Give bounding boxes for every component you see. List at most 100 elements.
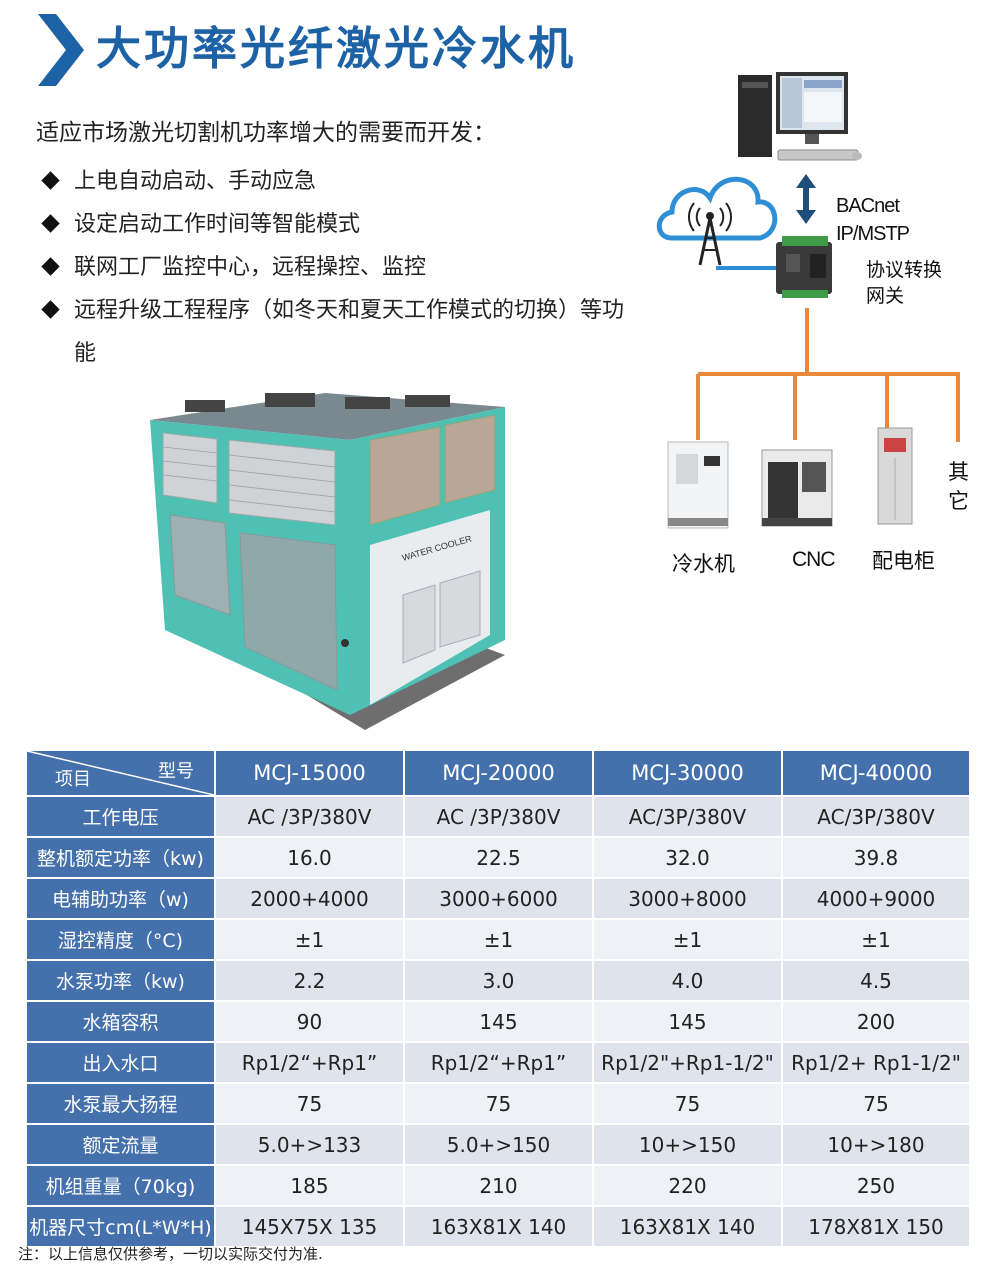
table-cell: 145X75X 135 xyxy=(214,1205,405,1248)
corner-diagonal xyxy=(27,751,214,795)
table-cell: 178X81X 150 xyxy=(781,1205,971,1248)
table-cell: 32.0 xyxy=(592,836,783,879)
device-label-chiller: 冷水机 xyxy=(672,552,735,576)
device-label-cnc: CNC xyxy=(792,548,835,571)
row-label: 工作电压 xyxy=(25,795,216,838)
cloud-tower-icon xyxy=(656,176,778,270)
model-header: MCJ-40000 xyxy=(781,749,971,797)
table-cell: 200 xyxy=(781,1000,971,1043)
table-cell: 75 xyxy=(592,1082,783,1125)
network-diagram xyxy=(656,72,960,529)
table-cell: 163X81X 140 xyxy=(403,1205,594,1248)
table-cell: Rp1/2"+Rp1-1/2" xyxy=(592,1041,783,1084)
table-cell: 3000+6000 xyxy=(403,877,594,920)
electrical-cabinet-icon xyxy=(877,427,913,525)
model-header: MCJ-15000 xyxy=(214,749,405,797)
corner-item-label: 项目 xyxy=(55,769,91,790)
row-label: 机组重量（70kg) xyxy=(25,1164,216,1207)
table-cell: 10+>150 xyxy=(592,1123,783,1166)
table-cell: 16.0 xyxy=(214,836,405,879)
table-cell: 22.5 xyxy=(403,836,594,879)
table-cell: 145 xyxy=(592,1000,783,1043)
table-cell: AC/3P/380V xyxy=(592,795,783,838)
footnote: 注：以上信息仅供参考，一切以实际交付为准. xyxy=(18,1245,323,1263)
gateway-device-icon xyxy=(776,236,832,298)
protocol-label: IP/MSTP xyxy=(836,223,910,245)
table-cell: 75 xyxy=(403,1082,594,1125)
table-header-row: 型号 项目 MCJ-15000 MCJ-20000 MCJ-30000 MCJ-… xyxy=(25,749,971,797)
table-cell: 2000+4000 xyxy=(214,877,405,920)
row-label: 湿控精度（°C) xyxy=(25,918,216,961)
diamond-bullet-icon xyxy=(41,257,60,276)
row-label: 出入水口 xyxy=(25,1041,216,1084)
table-cell: AC /3P/380V xyxy=(403,795,594,838)
table-cell: 5.0+>150 xyxy=(403,1123,594,1166)
table-cell: 210 xyxy=(403,1164,594,1207)
page-title: 大功率光纤激光冷水机 xyxy=(96,22,577,75)
table-cell: 39.8 xyxy=(781,836,971,879)
table-cell: 3000+8000 xyxy=(592,877,783,920)
row-label: 整机额定功率（kw) xyxy=(25,836,216,879)
row-label: 水泵功率（kw) xyxy=(25,959,216,1002)
gateway-label: 协议转换 xyxy=(866,259,943,281)
spec-table: 型号 项目 MCJ-15000 MCJ-20000 MCJ-30000 MCJ-… xyxy=(25,749,971,1248)
table-cell: AC/3P/380V xyxy=(781,795,971,838)
protocol-label: BACnet xyxy=(836,195,900,217)
table-row: 湿控精度（°C)±1±1±1±1 xyxy=(25,918,971,961)
table-cell: 2.2 xyxy=(214,959,405,1002)
model-header: MCJ-30000 xyxy=(592,749,783,797)
table-cell: Rp1/2“+Rp1” xyxy=(403,1041,594,1084)
table-cell: 10+>180 xyxy=(781,1123,971,1166)
intro-text: 适应市场激光切割机功率增大的需要而开发： xyxy=(36,120,496,146)
feature-item: 设定启动工作时间等智能模式 xyxy=(40,203,630,246)
table-corner-cell: 型号 项目 xyxy=(25,749,216,797)
table-cell: 4000+9000 xyxy=(781,877,971,920)
table-cell: 220 xyxy=(592,1164,783,1207)
feature-item: 远程升级工程程序（如冬天和夏天工作模式的切换）等功能 xyxy=(40,289,630,375)
table-cell: 3.0 xyxy=(403,959,594,1002)
feature-list: 上电自动启动、手动应急 设定启动工作时间等智能模式 联网工厂监控中心，远程操控、… xyxy=(40,160,630,375)
model-header: MCJ-20000 xyxy=(403,749,594,797)
table-cell: AC /3P/380V xyxy=(214,795,405,838)
table-cell: 5.0+>133 xyxy=(214,1123,405,1166)
table-cell: 4.5 xyxy=(781,959,971,1002)
double-arrow-icon xyxy=(796,174,816,224)
table-cell: 163X81X 140 xyxy=(592,1205,783,1248)
chiller-unit-image: WATER COOLER xyxy=(150,393,505,730)
device-label-cabinet: 配电柜 xyxy=(872,549,935,573)
table-cell: 185 xyxy=(214,1164,405,1207)
corner-model-label: 型号 xyxy=(158,761,194,782)
table-cell: 4.0 xyxy=(592,959,783,1002)
feature-item: 联网工厂监控中心，远程操控、监控 xyxy=(40,246,630,289)
device-label-other: 其 xyxy=(948,460,969,484)
table-cell: ±1 xyxy=(592,918,783,961)
table-cell: 75 xyxy=(214,1082,405,1125)
diamond-bullet-icon xyxy=(41,214,60,233)
table-cell: Rp1/2“+Rp1” xyxy=(214,1041,405,1084)
cnc-machine-icon xyxy=(761,449,833,527)
row-label: 机器尺寸cm(L*W*H) xyxy=(25,1205,216,1248)
table-cell: 75 xyxy=(781,1082,971,1125)
table-cell: 90 xyxy=(214,1000,405,1043)
diamond-bullet-icon xyxy=(41,300,60,319)
device-label-other: 它 xyxy=(948,489,969,513)
gateway-label: 网关 xyxy=(866,285,905,307)
diamond-bullet-icon xyxy=(41,171,60,190)
network-lines xyxy=(696,308,960,442)
feature-item: 上电自动启动、手动应急 xyxy=(40,160,630,203)
row-label: 水泵最大扬程 xyxy=(25,1082,216,1125)
computer-icon xyxy=(738,72,862,161)
row-label: 水箱容积 xyxy=(25,1000,216,1043)
title-chevron-icon xyxy=(38,14,84,86)
